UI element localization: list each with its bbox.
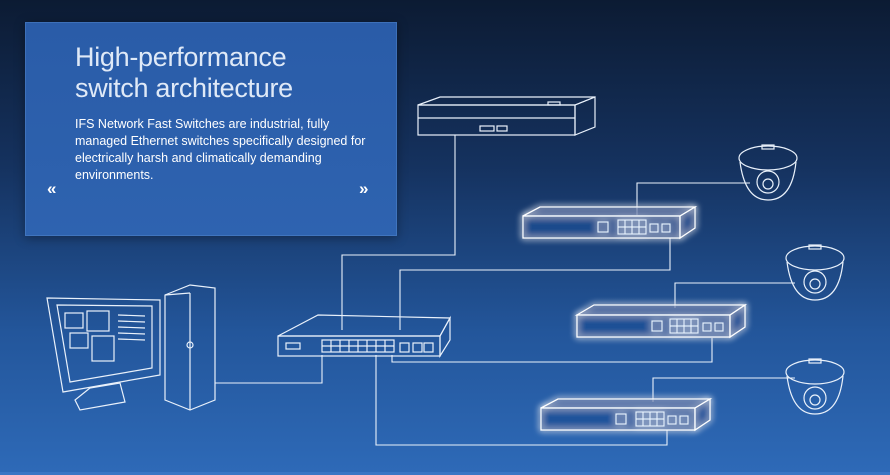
panel-title-line1: High-performance (75, 42, 287, 72)
next-slide-button[interactable]: » (359, 179, 369, 198)
dome-camera-icon (785, 358, 845, 415)
panel-description: IFS Network Fast Switches are industrial… (75, 117, 366, 182)
fast-switch-icon (574, 303, 748, 339)
dome-camera-icon (738, 144, 798, 201)
workstation-icon (46, 284, 216, 411)
fast-switch-icon (540, 397, 713, 432)
previous-slide-button[interactable]: « (47, 179, 57, 198)
panel-title: High-performance switch architecture (75, 42, 375, 104)
connection-lines (215, 135, 795, 446)
core-switch-icon (277, 314, 452, 359)
info-panel: High-performance switch architecture IFS… (25, 22, 397, 236)
dome-camera-icon (785, 244, 845, 301)
bottom-divider (0, 472, 890, 475)
panel-title-line2: switch architecture (75, 73, 293, 103)
fast-switch-icon (522, 205, 698, 240)
server-rack-icon (417, 96, 596, 136)
